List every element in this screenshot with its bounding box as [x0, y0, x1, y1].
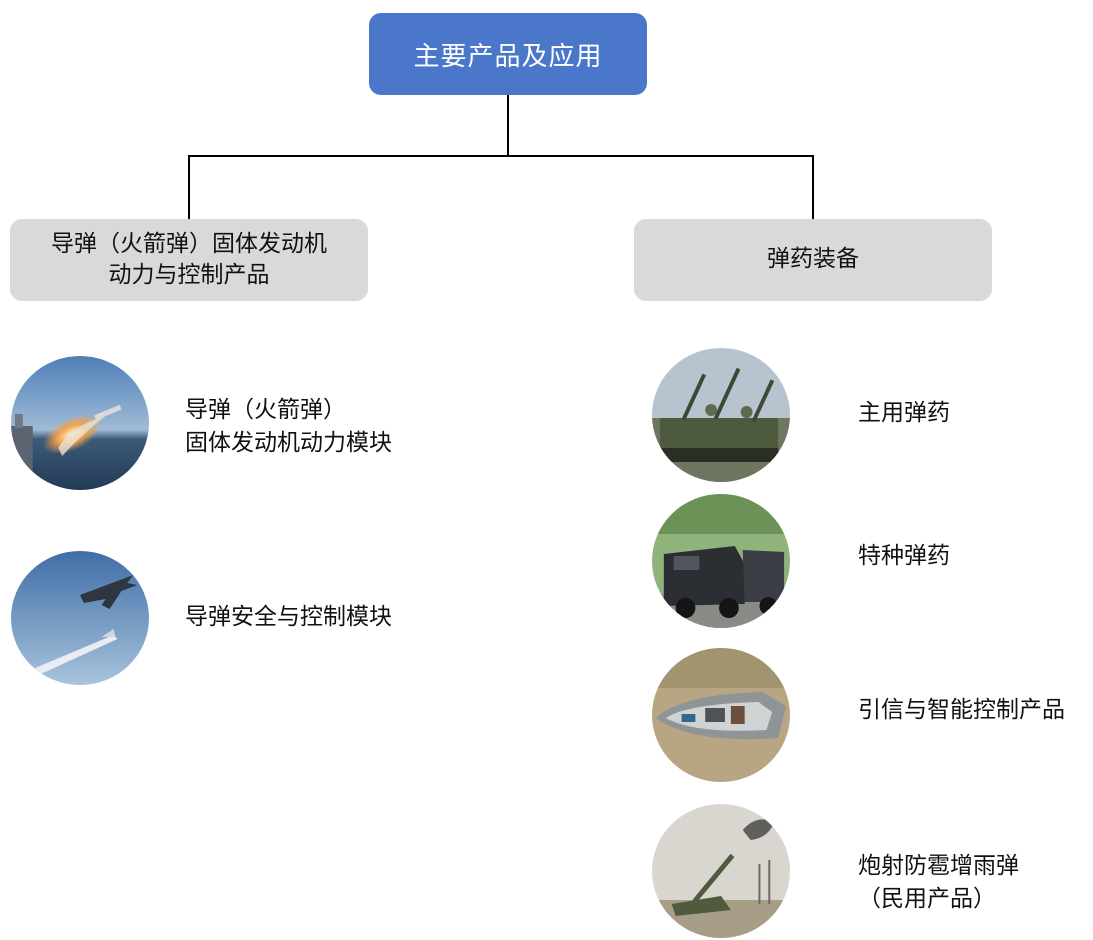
air-defense-vehicles-photo [652, 348, 790, 482]
item-label-line: 固体发动机动力模块 [185, 429, 392, 456]
item-label-anti-hail-rounds: 炮射防雹增雨弹 （民用产品） [858, 850, 1019, 915]
item-label-main-ammo: 主用弹药 [858, 397, 950, 430]
root-node: 主要产品及应用 [369, 13, 647, 95]
item-label-safety-module: 导弹安全与控制模块 [185, 601, 392, 634]
armored-vehicle-photo [652, 494, 790, 628]
item-label-line: 导弹安全与控制模块 [185, 604, 392, 630]
item-label-line: 主用弹药 [858, 400, 950, 426]
item-label-special-ammo: 特种弹药 [858, 540, 950, 573]
anti-hail-gun-photo [652, 804, 790, 938]
connector-left-down [188, 155, 190, 219]
branch-node-motor-control: 导弹（火箭弹）固体发动机 动力与控制产品 [10, 219, 368, 301]
branch-node-label-line: 导弹（火箭弹）固体发动机 [51, 230, 327, 257]
connector-horizontal [188, 155, 814, 157]
branch-node-label-line: 动力与控制产品 [108, 262, 270, 288]
connector-root-down [507, 95, 509, 157]
branch-node-label: 弹药装备 [767, 246, 859, 273]
root-node-label: 主要产品及应用 [413, 41, 603, 72]
item-label-line: 特种弹药 [858, 543, 950, 569]
fighter-jet-missile-photo [11, 551, 149, 685]
item-label-line: 导弹（火箭弹） [185, 397, 346, 423]
item-label-line: （民用产品） [858, 885, 996, 912]
item-label-motor-module: 导弹（火箭弹） 固体发动机动力模块 [185, 394, 392, 459]
connector-right-down [812, 155, 814, 219]
item-label-line: 炮射防雹增雨弹 [858, 853, 1019, 879]
branch-node-ammunition: 弹药装备 [634, 219, 992, 301]
item-label-fuze-products: 引信与智能控制产品 [858, 694, 1065, 727]
missile-launch-photo [11, 356, 149, 490]
fuze-cutaway-photo [652, 648, 790, 782]
item-label-line: 引信与智能控制产品 [858, 697, 1065, 723]
